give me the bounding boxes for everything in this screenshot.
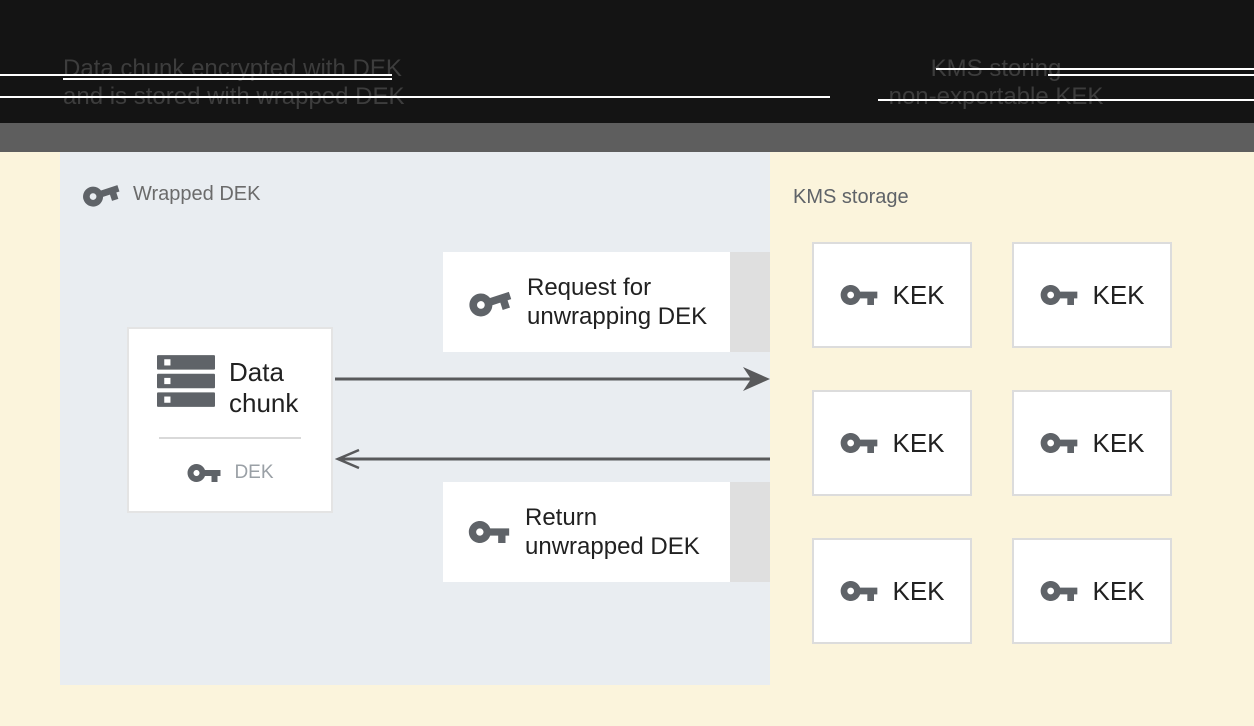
caption-right: KMS storing non-exportable KEK	[790, 55, 1202, 111]
kek-box: KEK	[1012, 538, 1172, 644]
dek-row: DEK	[129, 455, 331, 491]
caption-left-line1: Data chunk encrypted with DEK	[63, 55, 402, 82]
return-box-text: Return unwrapped DEK	[525, 503, 700, 561]
kek-box: KEK	[1012, 242, 1172, 348]
glitch-line	[0, 74, 392, 76]
key-icon	[469, 291, 512, 317]
request-box-line1: Request for	[527, 274, 652, 301]
request-box-tail	[730, 252, 770, 352]
request-arrow	[335, 367, 770, 391]
key-icon	[1041, 285, 1078, 305]
wrapped-dek-label: Wrapped DEK	[81, 174, 260, 214]
data-chunk-box: Data chunk DEK	[127, 327, 333, 513]
return-box-tail	[730, 482, 770, 582]
key-icon	[841, 433, 878, 453]
caption-left: Data chunk encrypted with DEK and is sto…	[63, 55, 405, 111]
kek-label: KEK	[892, 575, 945, 606]
key-icon	[1041, 433, 1078, 453]
kek-box: KEK	[1012, 390, 1172, 496]
glitch-line	[1048, 74, 1254, 76]
kek-label: KEK	[1092, 279, 1145, 310]
kek-label: KEK	[892, 279, 945, 310]
kek-box: KEK	[812, 242, 972, 348]
key-icon	[841, 581, 878, 601]
data-chunk-title-line1: Data	[229, 357, 284, 387]
glitch-line	[878, 99, 1254, 101]
kek-label: KEK	[1092, 427, 1145, 458]
glitch-line	[63, 78, 392, 80]
kek-box: KEK	[812, 538, 972, 644]
kek-label: KEK	[892, 427, 945, 458]
kek-box: KEK	[812, 390, 972, 496]
kms-storage-label: KMS storage	[793, 186, 909, 208]
return-unwrapped-box: Return unwrapped DEK	[443, 482, 730, 582]
request-box-line2: unwrapping DEK	[527, 303, 708, 330]
data-chunk-title: Data chunk	[229, 355, 298, 419]
data-chunk-divider	[159, 437, 301, 439]
request-unwrapping-box: Request for unwrapping DEK	[443, 252, 730, 352]
key-icon	[83, 185, 120, 207]
return-box-line2: unwrapped DEK	[525, 533, 700, 560]
key-icon	[187, 464, 221, 482]
storage-icon	[157, 355, 215, 407]
request-box-text: Request for unwrapping DEK	[527, 273, 707, 331]
caption-right-line2: non-exportable KEK	[888, 83, 1104, 110]
key-icon	[1041, 581, 1078, 601]
divider-bar	[0, 123, 1254, 152]
glitch-line	[0, 96, 830, 98]
key-icon	[841, 285, 878, 305]
header-banner: Data chunk encrypted with DEK and is sto…	[0, 0, 1254, 123]
kek-label: KEK	[1092, 575, 1145, 606]
data-chunk-header: Data chunk	[157, 355, 298, 419]
key-icon	[468, 521, 510, 543]
wrapped-dek-label-text: Wrapped DEK	[133, 182, 261, 205]
dek-label: DEK	[234, 462, 274, 483]
return-box-line1: Return	[525, 504, 598, 531]
data-chunk-title-line2: chunk	[229, 388, 299, 418]
return-arrow	[335, 448, 770, 470]
glitch-line	[936, 68, 1254, 70]
